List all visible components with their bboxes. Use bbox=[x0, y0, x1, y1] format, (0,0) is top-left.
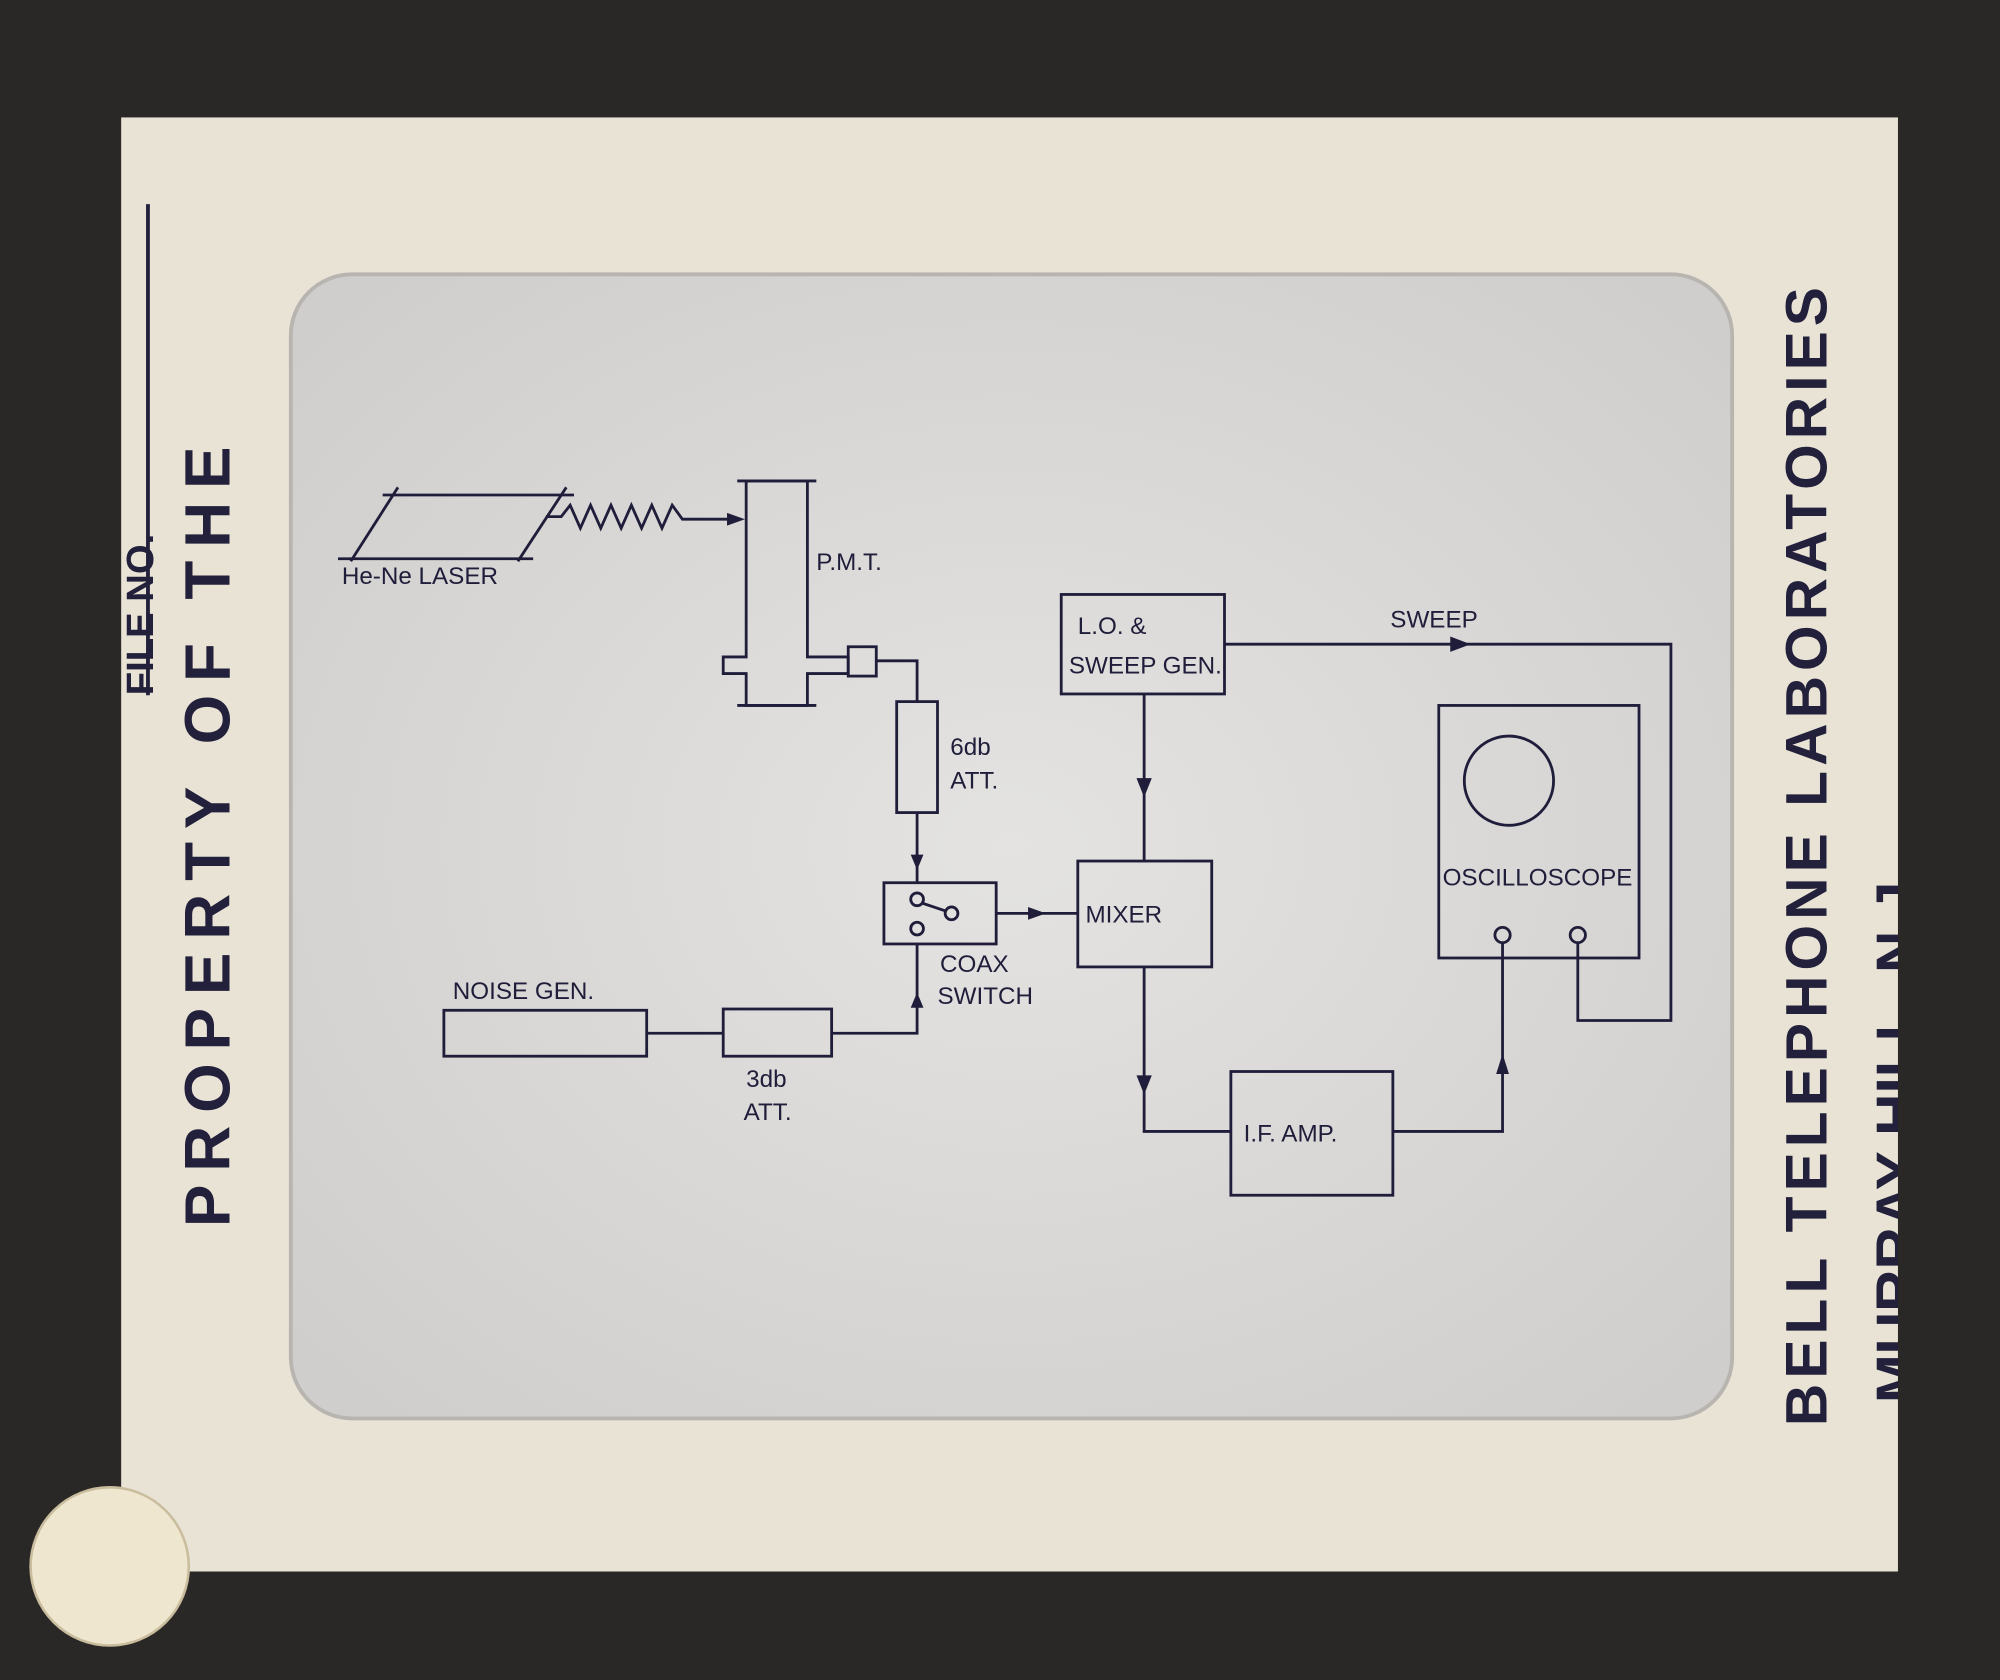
arrow-icon bbox=[1496, 1053, 1509, 1075]
pmt-symbol bbox=[721, 479, 850, 707]
sweep-label: SWEEP bbox=[1390, 607, 1477, 634]
coax-label-1: COAX bbox=[940, 951, 1009, 978]
arrow-icon bbox=[910, 854, 924, 870]
noise-gen-label: NOISE GEN. bbox=[453, 978, 594, 1005]
coax-label-2: SWITCH bbox=[938, 983, 1034, 1010]
pmt-label: P.M.T. bbox=[816, 549, 882, 576]
lo-label-1: L.O. & bbox=[1078, 613, 1147, 640]
file-no-label: FILE NO. bbox=[119, 534, 162, 696]
arrow-icon bbox=[1136, 778, 1152, 798]
scope-sweep-jack bbox=[1568, 925, 1587, 945]
laser-symbol bbox=[338, 486, 574, 563]
frame-right-edge bbox=[1897, 51, 2000, 1680]
scope-screen bbox=[1462, 734, 1555, 827]
oscilloscope-label: OSCILLOSCOPE bbox=[1443, 864, 1633, 891]
mixer-label: MIXER bbox=[1085, 901, 1162, 928]
arrow-icon bbox=[727, 512, 745, 526]
location-text: MURRAY HILL, N.J. bbox=[1865, 865, 1930, 1403]
block-diagram: He-Ne LASER P.M.T. 6db ATT. COAX SWITCH … bbox=[338, 479, 1673, 1197]
arrow-icon bbox=[1028, 906, 1046, 920]
arrow-icon bbox=[1450, 636, 1471, 652]
att3-label-1: 3db bbox=[746, 1066, 786, 1093]
att3-label-2: ATT. bbox=[744, 1099, 792, 1126]
if-amp-label: I.F. AMP. bbox=[1244, 1121, 1338, 1148]
oscilloscope bbox=[1437, 704, 1641, 960]
light-beam bbox=[545, 501, 740, 532]
sticker-dot bbox=[29, 1486, 191, 1647]
laser-label: He-Ne LASER bbox=[342, 563, 498, 590]
arrow-icon bbox=[910, 992, 924, 1008]
att6-label-1: 6db bbox=[950, 734, 990, 761]
wire bbox=[876, 659, 919, 702]
glass-window bbox=[288, 272, 1735, 1421]
lo-label-2: SWEEP GEN. bbox=[1069, 653, 1222, 680]
att6-label-2: ATT. bbox=[950, 767, 998, 794]
scope-input-jack bbox=[1493, 925, 1512, 945]
arrow-icon bbox=[1136, 1075, 1152, 1095]
if-amplifier bbox=[1229, 1070, 1395, 1197]
